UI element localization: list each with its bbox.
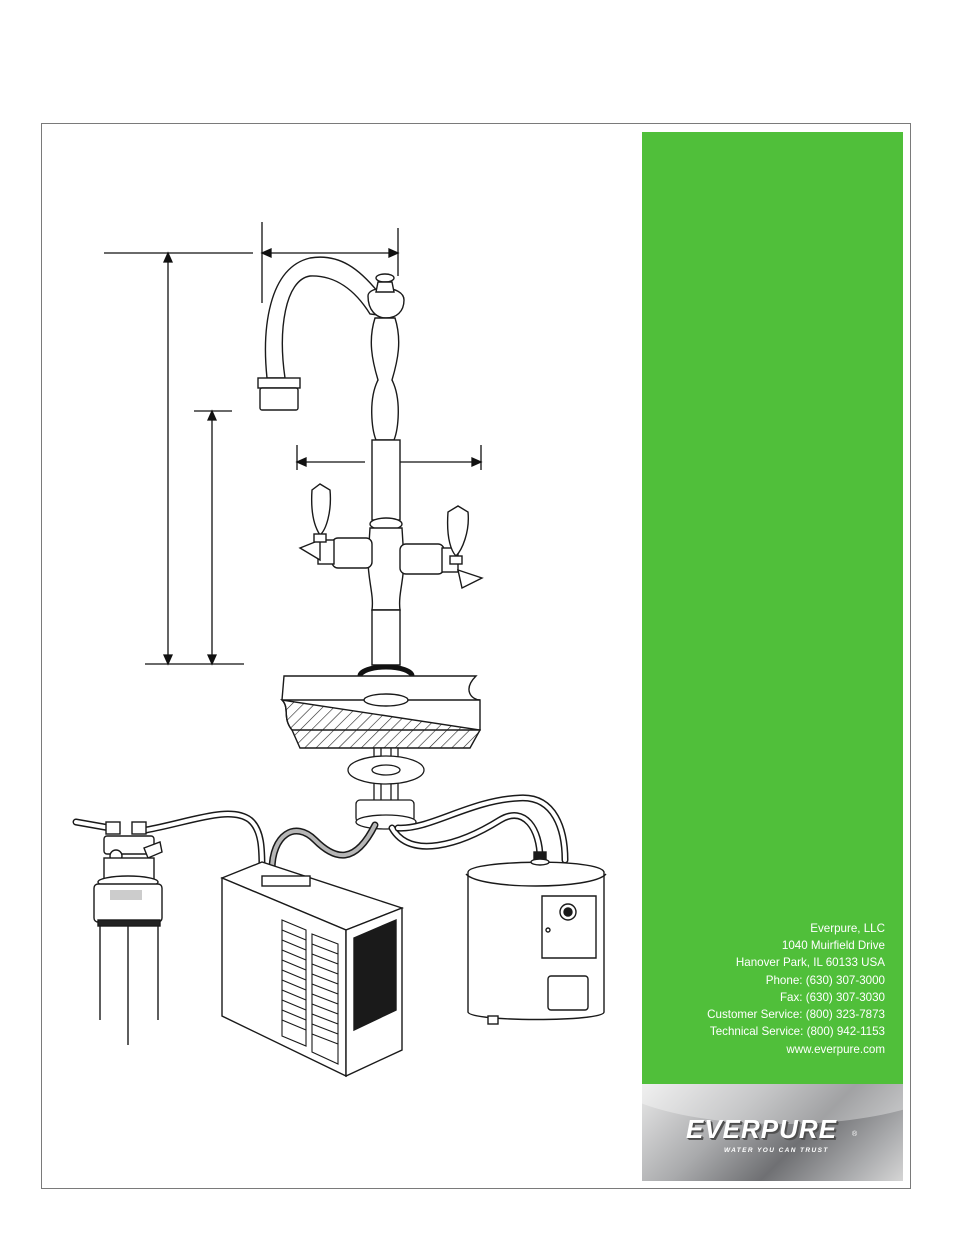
company-name: Everpure, LLC (707, 920, 885, 937)
street-address: 1040 Muirfield Drive (707, 937, 885, 954)
countertop (282, 676, 480, 748)
technical-service-number: Technical Service: (800) 942-1153 (707, 1023, 885, 1040)
customer-service-number: Customer Service: (800) 323-7873 (707, 1006, 885, 1023)
brand-logo-panel: EVERPURE ® WATER YOU CAN TRUST (642, 1084, 903, 1181)
fax-number: Fax: (630) 307-3030 (707, 989, 885, 1006)
hot-water-tank (466, 852, 606, 1024)
website-link[interactable]: www.everpure.com (707, 1041, 885, 1058)
brand-tagline: WATER YOU CAN TRUST (724, 1147, 829, 1154)
chiller-unit (222, 862, 402, 1076)
phone-number: Phone: (630) 307-3000 (707, 972, 885, 989)
contact-panel: Everpure, LLC 1040 Muirfield Drive Hanov… (642, 132, 903, 1084)
brand-logo: EVERPURE (686, 1114, 837, 1145)
city-address: Hanover Park, IL 60133 USA (707, 954, 885, 971)
water-filter (94, 822, 162, 1045)
contact-info: Everpure, LLC 1040 Muirfield Drive Hanov… (707, 920, 885, 1058)
registered-mark: ® (852, 1131, 857, 1138)
faucet (258, 257, 482, 665)
mounting-hardware (348, 748, 424, 829)
